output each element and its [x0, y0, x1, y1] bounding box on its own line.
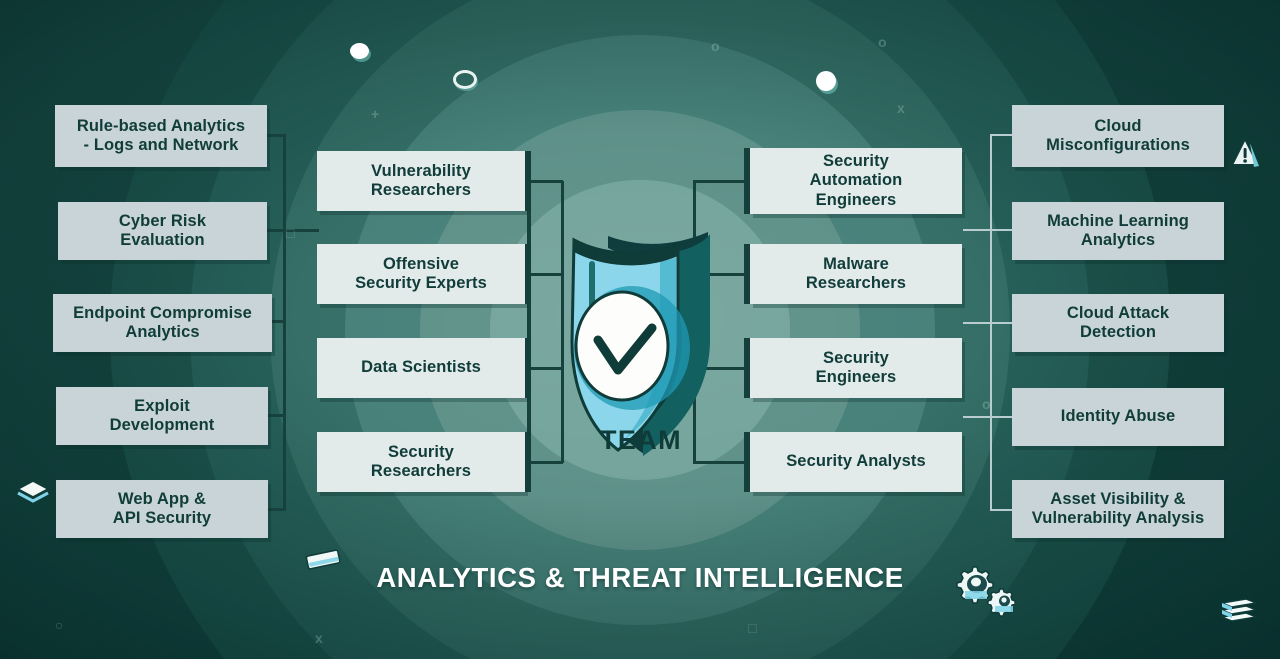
box-identity-abuse[interactable]: Identity Abuse — [1012, 388, 1224, 446]
box-line-2: Analytics — [1080, 231, 1156, 249]
box-line-2: Researchers — [805, 274, 907, 292]
box-line-1: Malware — [823, 254, 889, 273]
node-tick — [525, 151, 531, 211]
box-line-2: API Security — [112, 509, 212, 527]
box-exploit-development[interactable]: Exploit Development — [56, 387, 268, 445]
box-line-2: Automation — [809, 171, 903, 190]
center-team-label: TEAM — [599, 425, 683, 455]
box-line-2: Researchers — [370, 181, 472, 199]
box-line-2: Detection — [1079, 323, 1157, 341]
box-line-2: Analytics — [125, 323, 200, 341]
box-line-2: Development — [109, 416, 215, 434]
box-web-app-api-security[interactable]: Web App & API Security — [56, 480, 268, 538]
box-malware-researchers[interactable]: Malware Researchers — [744, 244, 962, 304]
box-line-1: Machine Learning — [1047, 211, 1189, 230]
box-security-automation-engineers[interactable]: Security Automation Engineers — [744, 148, 962, 214]
node-tick — [744, 432, 750, 492]
box-line-2: Engineers — [815, 368, 897, 386]
box-line-1: Asset Visibility & — [1050, 489, 1186, 508]
box-security-researchers[interactable]: Security Researchers — [317, 432, 531, 492]
box-line-2: Vulnerability Analysis — [1031, 509, 1205, 527]
box-line-2: Security Experts — [355, 274, 487, 292]
box-data-scientists[interactable]: Data Scientists — [317, 338, 531, 398]
box-line-1: Identity Abuse — [1060, 407, 1176, 426]
box-line-1: Web App & — [118, 489, 206, 508]
node-tick — [525, 338, 531, 398]
box-line-2: Misconfigurations — [1046, 136, 1190, 154]
node-tick — [525, 432, 531, 492]
box-line-2: Evaluation — [120, 231, 205, 249]
box-offensive-security-experts[interactable]: Offensive Security Experts — [317, 244, 531, 304]
box-line-3: Engineers — [815, 190, 897, 209]
box-line-1: Offensive — [382, 254, 460, 273]
box-line-1: Vulnerability — [371, 161, 471, 180]
box-asset-visibility-vulnerability-analysis[interactable]: Asset Visibility & Vulnerability Analysi… — [1012, 480, 1224, 538]
box-line-2: - Logs and Network — [83, 136, 239, 154]
box-endpoint-compromise-analytics[interactable]: Endpoint Compromise Analytics — [53, 294, 272, 352]
box-line-1: Cloud Attack — [1066, 303, 1170, 322]
box-machine-learning-analytics[interactable]: Machine Learning Analytics — [1012, 202, 1224, 260]
box-line-1: Endpoint Compromise — [73, 303, 252, 322]
box-line-1: Security — [823, 151, 889, 170]
node-tick — [525, 244, 531, 304]
box-line-1: Security — [823, 348, 889, 367]
node-tick — [744, 244, 750, 304]
box-line-1: Cyber Risk — [118, 211, 207, 230]
box-line-1: Cloud — [1094, 116, 1142, 135]
footer-title: ANALYTICS & THREAT INTELLIGENCE — [376, 562, 904, 593]
box-line-1: Rule-based Analytics — [76, 116, 246, 135]
box-line-1: Security Analysts — [786, 452, 926, 471]
box-line-2: Researchers — [370, 462, 472, 480]
box-line-1: Security — [388, 442, 454, 461]
node-tick — [744, 148, 750, 214]
box-cyber-risk-evaluation[interactable]: Cyber Risk Evaluation — [58, 202, 267, 260]
box-vulnerability-researchers[interactable]: Vulnerability Researchers — [317, 151, 531, 211]
node-tick — [744, 338, 750, 398]
box-line-1: Exploit — [134, 396, 190, 415]
box-rule-based-analytics[interactable]: Rule-based Analytics - Logs and Network — [55, 105, 267, 167]
box-security-analysts[interactable]: Security Analysts — [744, 432, 962, 492]
box-line-1: Data Scientists — [361, 358, 481, 377]
box-cloud-misconfigurations[interactable]: Cloud Misconfigurations — [1012, 105, 1224, 167]
box-security-engineers[interactable]: Security Engineers — [744, 338, 962, 398]
box-cloud-attack-detection[interactable]: Cloud Attack Detection — [1012, 294, 1224, 352]
